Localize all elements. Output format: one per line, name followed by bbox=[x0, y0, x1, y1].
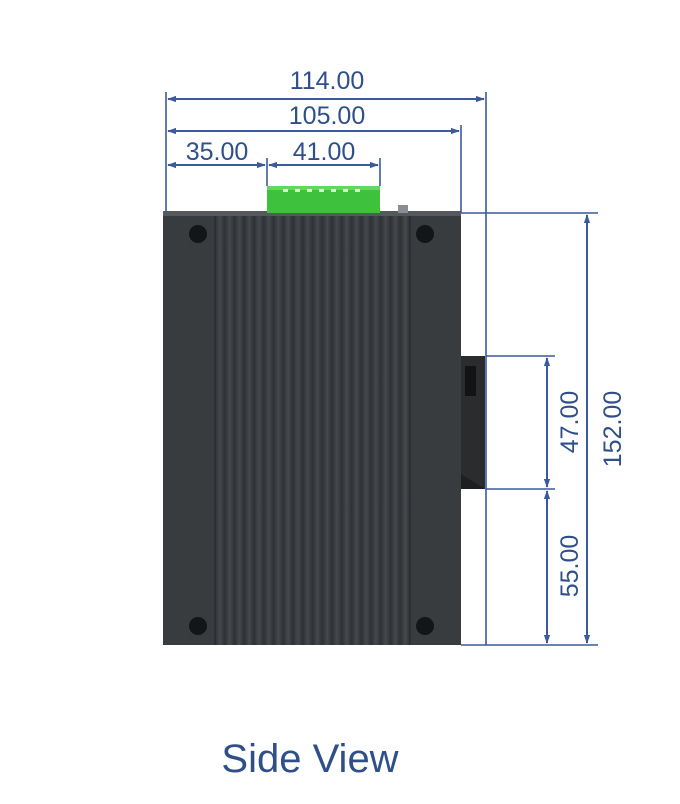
top-knob bbox=[398, 205, 408, 213]
housing-rib bbox=[254, 213, 264, 645]
extension-lines bbox=[165, 92, 598, 646]
housing-right-panel bbox=[410, 213, 461, 645]
housing-rib bbox=[341, 213, 352, 645]
housing-rib bbox=[234, 213, 245, 645]
housing-rib bbox=[332, 213, 342, 645]
housing-rib bbox=[322, 213, 333, 645]
din-rail-clip bbox=[461, 356, 485, 489]
label-overall-height: 152.00 bbox=[599, 391, 627, 467]
label-overall-width: 114.00 bbox=[290, 67, 365, 95]
connector-pin bbox=[343, 189, 348, 192]
housing-rib bbox=[215, 213, 225, 645]
connector-pin bbox=[355, 189, 360, 192]
housing-rib bbox=[293, 213, 303, 645]
housing-top-edge bbox=[163, 211, 461, 216]
housing-rib bbox=[351, 213, 362, 645]
housing-ribs bbox=[215, 213, 411, 645]
connector-pin bbox=[331, 189, 336, 192]
view-caption: Side View bbox=[221, 737, 398, 781]
connector-pin bbox=[319, 189, 324, 192]
connector-pin bbox=[307, 189, 312, 192]
housing-rib bbox=[380, 213, 391, 645]
housing-rib bbox=[400, 213, 411, 645]
screw-top-left bbox=[189, 225, 207, 243]
housing-rib bbox=[224, 213, 235, 645]
dimension-lines bbox=[167, 95, 591, 644]
device-housing bbox=[163, 205, 461, 645]
terminal-block-connector bbox=[267, 186, 380, 213]
connector-pins bbox=[283, 189, 360, 192]
housing-rib bbox=[361, 213, 372, 645]
housing-rib bbox=[390, 213, 401, 645]
connector-pin bbox=[295, 189, 300, 192]
label-body-width: 105.00 bbox=[289, 102, 365, 130]
label-connector-width: 41.00 bbox=[293, 138, 356, 166]
screw-bottom-left bbox=[189, 617, 207, 635]
screw-top-right bbox=[416, 225, 434, 243]
clip-hook bbox=[465, 366, 476, 396]
label-clip-height: 47.00 bbox=[556, 391, 584, 454]
housing-left-panel bbox=[163, 213, 215, 645]
label-connector-offset: 35.00 bbox=[186, 138, 249, 166]
screw-bottom-right bbox=[416, 617, 434, 635]
housing-rib bbox=[273, 213, 284, 645]
housing-rib bbox=[244, 213, 255, 645]
housing-rib bbox=[371, 213, 381, 645]
housing-rib bbox=[312, 213, 323, 645]
housing-rib bbox=[302, 213, 313, 645]
dimension-labels: 114.00 105.00 35.00 41.00 152.00 47.00 5… bbox=[186, 67, 627, 597]
label-clip-offset: 55.00 bbox=[556, 535, 584, 598]
housing-rib bbox=[263, 213, 274, 645]
connector-pin bbox=[283, 189, 288, 192]
housing-rib bbox=[283, 213, 294, 645]
